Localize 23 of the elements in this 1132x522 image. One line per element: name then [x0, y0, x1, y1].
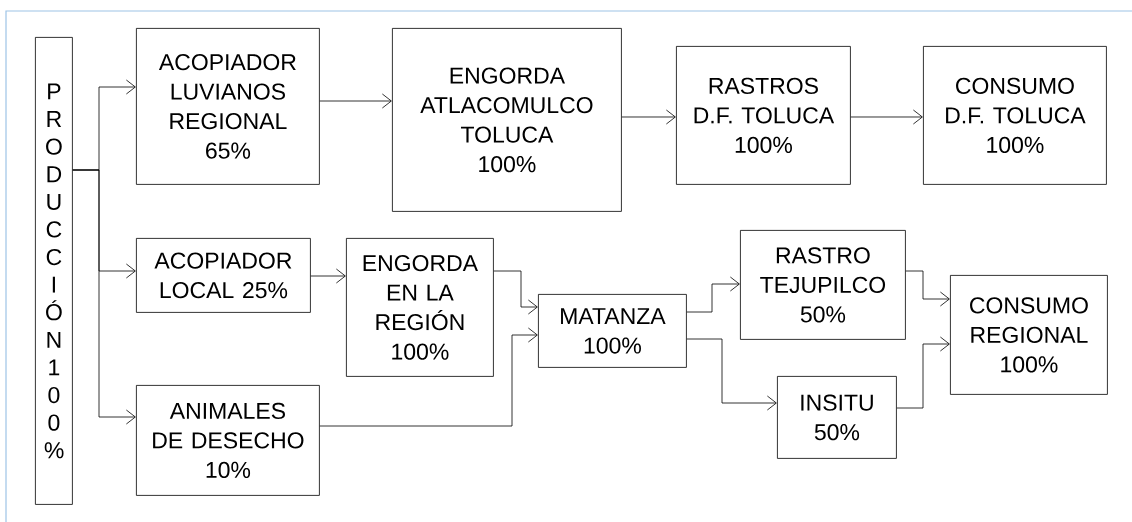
process-box: ACOPIADOR LUVIANOS REGIONAL 65% — [136, 28, 320, 185]
process-box: ENGORDA EN LA REGIÓN 100% — [346, 238, 494, 377]
arrow — [850, 109, 923, 125]
arrow — [310, 268, 346, 284]
process-box: RASTROS D.F. TOLUCA 100% — [676, 46, 851, 185]
arrow — [686, 338, 777, 411]
arrow — [493, 270, 538, 315]
arrow — [905, 270, 950, 307]
process-box: RASTRO TEJUPILCO 50% — [740, 230, 906, 340]
arrow — [621, 109, 676, 125]
arrow — [896, 336, 950, 409]
arrow — [319, 93, 392, 109]
process-box: CONSUMO REGIONAL 100% — [950, 275, 1108, 395]
process-box: MATANZA 100% — [538, 294, 687, 368]
process-box: ANIMALES DE DESECHO 10% — [136, 385, 320, 496]
arrow — [319, 327, 538, 427]
process-box: CONSUMO D.F. TOLUCA 100% — [923, 46, 1107, 185]
vertical-text-box: PRODUCCIÓN 100% — [35, 37, 73, 505]
process-box: ACOPIADOR LOCAL 25% — [136, 238, 311, 313]
process-box: INSITU 50% — [777, 376, 897, 459]
arrow — [686, 276, 740, 313]
process-box: ENGORDA ATLACOMULCO TOLUCA 100% — [392, 28, 622, 212]
arrow — [72, 169, 136, 425]
